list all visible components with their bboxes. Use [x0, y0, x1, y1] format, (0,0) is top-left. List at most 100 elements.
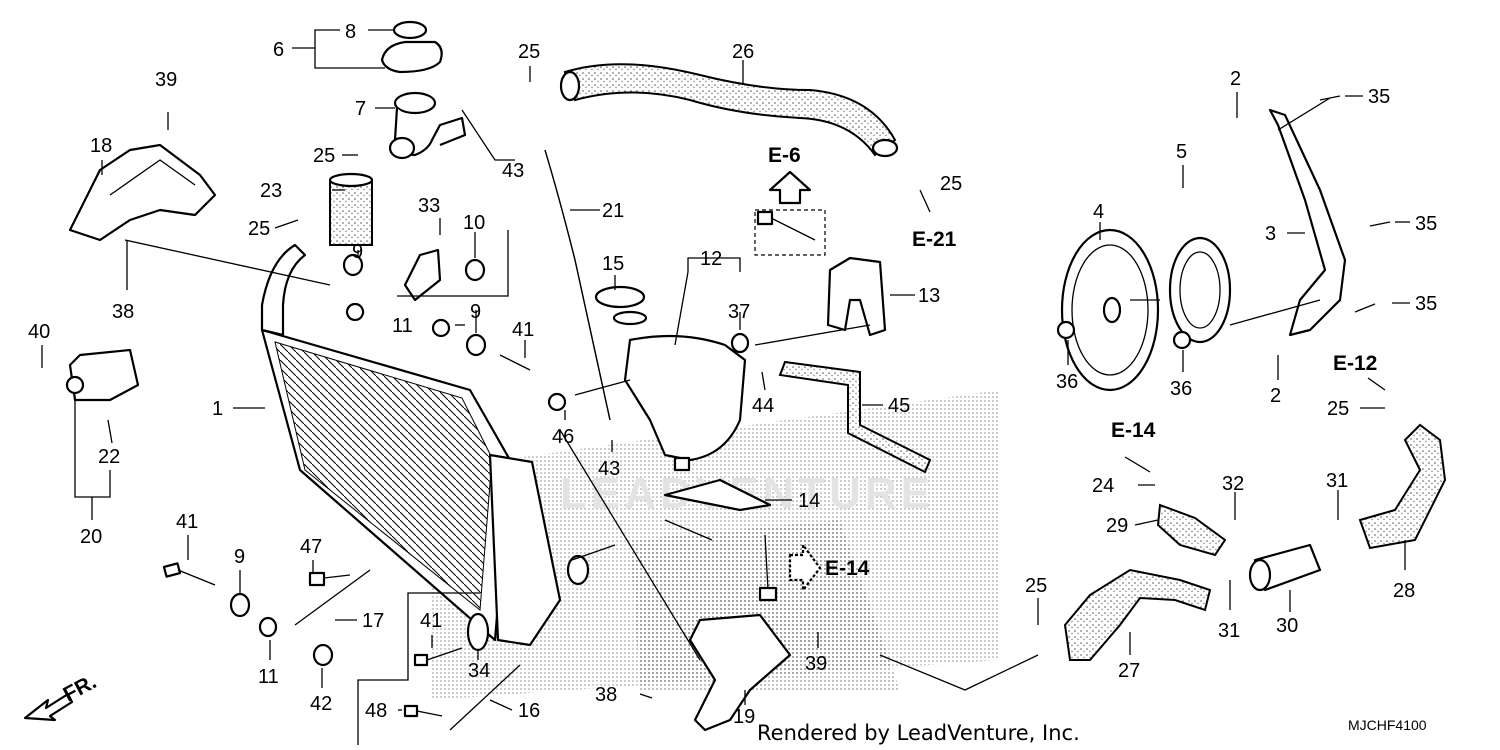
reference-labels[interactable]: E-6 E-21 E-12 E-14 E-14: [768, 144, 1377, 580]
callout-46[interactable]: 46: [552, 426, 574, 448]
callout-9[interactable]: 9: [234, 546, 245, 568]
callout-25[interactable]: 25: [518, 41, 540, 63]
callout-labels[interactable]: 8 6 7 39 18 25 23 25 38 9 33 10 43 25 26…: [28, 21, 1437, 728]
callout-10[interactable]: 10: [463, 212, 485, 234]
callout-34[interactable]: 34: [468, 660, 490, 682]
callout-25[interactable]: 25: [248, 218, 270, 240]
front-arrow-icon: [23, 692, 74, 722]
callout-31[interactable]: 31: [1218, 620, 1240, 642]
callout-35[interactable]: 35: [1415, 213, 1437, 235]
callout-25[interactable]: 25: [1025, 575, 1047, 597]
callout-2[interactable]: 2: [1270, 385, 1281, 407]
leader-lines: [41, 29, 1410, 745]
callout-37[interactable]: 37: [728, 301, 750, 323]
overflow-hose-21: [544, 149, 611, 421]
callout-47[interactable]: 47: [300, 536, 322, 558]
callout-1[interactable]: 1: [212, 398, 223, 420]
e12-leader: [1367, 377, 1386, 391]
callout-11[interactable]: 11: [258, 666, 279, 688]
ref-e14-right[interactable]: E-14: [1111, 419, 1156, 442]
e6-dashed-box: [754, 209, 826, 256]
radiator: [260, 243, 590, 647]
hose-26: [559, 63, 899, 158]
callout-28[interactable]: 28: [1393, 580, 1415, 602]
callout-13[interactable]: 13: [918, 285, 940, 307]
hose-27: [1063, 568, 1212, 661]
callout-31[interactable]: 31: [1326, 470, 1348, 492]
callout-21[interactable]: 21: [602, 200, 624, 222]
background-shading: [430, 390, 1000, 700]
callout-24[interactable]: 24: [1092, 475, 1114, 497]
callout-18[interactable]: 18: [90, 135, 112, 157]
callout-45[interactable]: 45: [888, 395, 910, 417]
callout-14[interactable]: 14: [798, 490, 820, 512]
callout-15[interactable]: 15: [602, 253, 624, 275]
hose-29: [1156, 503, 1227, 557]
ref-e21[interactable]: E-21: [912, 228, 957, 251]
callout-3[interactable]: 3: [1265, 223, 1276, 245]
bracket-14: [663, 478, 772, 512]
callout-22[interactable]: 22: [98, 446, 120, 468]
pipe-30: [1248, 543, 1322, 592]
fan-motor-5: [1168, 236, 1232, 344]
callout-26[interactable]: 26: [732, 41, 754, 63]
hose-45: [778, 360, 932, 474]
callout-48[interactable]: 48: [365, 700, 387, 722]
callout-16[interactable]: 16: [518, 700, 540, 722]
callout-32[interactable]: 32: [1222, 473, 1244, 495]
callout-19[interactable]: 19: [733, 706, 755, 728]
ref-e6[interactable]: E-6: [768, 144, 801, 167]
callout-17[interactable]: 17: [362, 610, 384, 632]
callout-8[interactable]: 8: [345, 21, 356, 43]
callout-25[interactable]: 25: [1327, 398, 1349, 420]
callout-5[interactable]: 5: [1176, 141, 1187, 163]
upper-hose-23: [328, 172, 374, 246]
callout-36[interactable]: 36: [1056, 371, 1078, 393]
radiator-cap-assembly: [380, 20, 467, 160]
diagram-code: MJCHF4100: [1348, 717, 1427, 733]
bracket-13: [826, 256, 887, 337]
fan-4: [1060, 228, 1160, 392]
callout-38[interactable]: 38: [112, 301, 134, 323]
callout-44[interactable]: 44: [752, 395, 774, 417]
callout-42[interactable]: 42: [310, 693, 332, 715]
callout-11[interactable]: 11: [392, 315, 413, 337]
callout-35[interactable]: 35: [1415, 293, 1437, 315]
callout-4[interactable]: 4: [1093, 201, 1104, 223]
callout-2[interactable]: 2: [1230, 68, 1241, 90]
callout-40[interactable]: 40: [28, 321, 50, 343]
callout-9[interactable]: 9: [352, 241, 363, 263]
callout-23[interactable]: 23: [260, 180, 282, 202]
callout-38[interactable]: 38: [595, 684, 617, 706]
ref-e14-center[interactable]: E-14: [825, 557, 870, 580]
callout-41[interactable]: 41: [176, 511, 198, 533]
callout-9[interactable]: 9: [470, 301, 481, 323]
callout-36[interactable]: 36: [1170, 378, 1192, 400]
callout-41[interactable]: 41: [512, 319, 534, 341]
callout-12[interactable]: 12: [700, 248, 722, 270]
callout-25[interactable]: 25: [313, 145, 335, 167]
fasteners: [162, 95, 1391, 731]
shroud-18: [68, 143, 217, 242]
ref-e12[interactable]: E-12: [1333, 352, 1377, 375]
callout-25[interactable]: 25: [940, 173, 962, 195]
callout-35[interactable]: 35: [1368, 86, 1390, 108]
bracket-19: [688, 613, 792, 732]
bracket-20: [65, 348, 140, 402]
hose-28: [1358, 423, 1447, 550]
callout-7[interactable]: 7: [355, 98, 366, 120]
callout-30[interactable]: 30: [1276, 615, 1298, 637]
callout-43[interactable]: 43: [598, 458, 620, 480]
callout-27[interactable]: 27: [1118, 660, 1140, 682]
e6-arrow-icon: [768, 170, 812, 205]
callout-6[interactable]: 6: [273, 39, 284, 61]
callout-29[interactable]: 29: [1106, 515, 1128, 537]
callout-39[interactable]: 39: [155, 69, 177, 91]
callout-39[interactable]: 39: [805, 653, 827, 675]
callout-41[interactable]: 41: [420, 610, 442, 632]
callout-43[interactable]: 43: [502, 160, 524, 182]
callout-20[interactable]: 20: [80, 526, 102, 548]
reserve-tank-12: [594, 285, 747, 472]
callout-33[interactable]: 33: [418, 195, 440, 217]
